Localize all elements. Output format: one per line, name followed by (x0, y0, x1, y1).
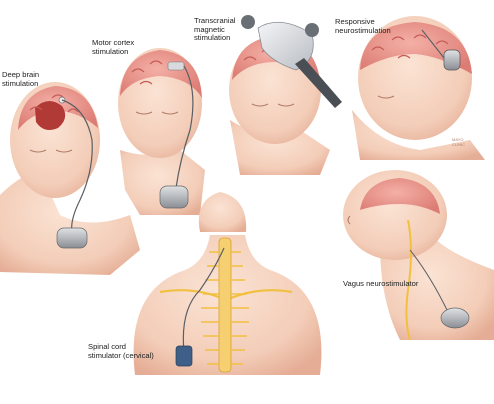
tms-label: Transcranial magnetic stimulation (194, 16, 236, 43)
vagus-label: Vagus neurostimulator (343, 279, 419, 288)
deep-brain-label: Deep brain stimulation (2, 70, 40, 88)
motor-cortex-lead (175, 65, 194, 189)
credit-mark: MAYO CLINIC (452, 137, 466, 147)
tms-coil (257, 21, 314, 71)
responsive-figure (352, 16, 485, 160)
deep-brain-generator (56, 227, 88, 249)
vagus-figure (343, 170, 494, 341)
motor-cortex-gyri (131, 60, 183, 85)
spinal-cord-nerve-roots (201, 251, 249, 365)
deep-brain-lead (61, 99, 93, 233)
responsive-gyri (371, 34, 449, 59)
spinal-cord-lead (182, 247, 225, 353)
tms-coil-handle (295, 58, 342, 108)
responsive-exposed-cortex (360, 22, 472, 74)
spinal-cord-label: Spinal cord stimulator (cervical) (88, 342, 154, 360)
vagus-nerve (405, 219, 412, 341)
spinal-cord-figure (133, 192, 322, 375)
motor-cortex-figure (118, 48, 205, 215)
deep-brain-target-region (35, 100, 66, 130)
responsive-implant (443, 49, 461, 71)
responsive-eye (377, 95, 395, 99)
responsive-neck (352, 110, 485, 160)
spinal-cord-generator (175, 345, 193, 367)
tms-coil-knob-right (305, 23, 319, 37)
vagus-lead (409, 249, 449, 313)
responsive-label: Responsive neurostimulation (335, 17, 391, 35)
tms-eyes (251, 103, 295, 107)
deep-brain-figure (0, 82, 140, 275)
motor-cortex-label: Motor cortex stimulation (92, 38, 135, 56)
tms-figure (229, 15, 342, 175)
vagus-generator (440, 307, 470, 329)
deep-brain-shoulders (0, 170, 140, 275)
responsive-lead (421, 29, 445, 59)
spinal-cord-head-base (198, 192, 247, 232)
deep-brain-eyes (29, 149, 73, 153)
tms-coil-knob-left (241, 15, 255, 29)
motor-cortex-generator (159, 185, 189, 209)
motor-cortex-eyes (135, 111, 179, 115)
vagus-brain (360, 178, 440, 214)
vagus-nose (347, 215, 351, 225)
spinal-cord-column (218, 237, 232, 373)
motor-cortex-electrode (167, 61, 185, 71)
